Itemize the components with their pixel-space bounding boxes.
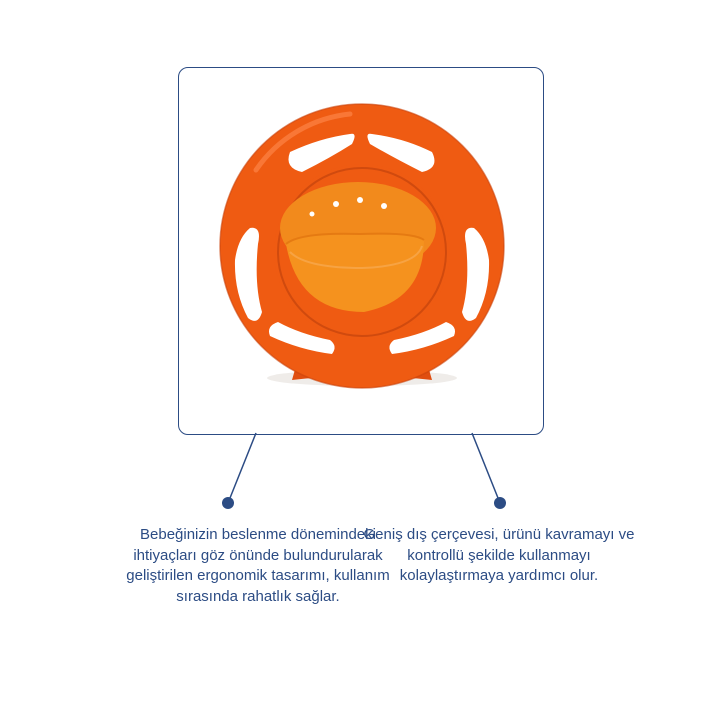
bullet-dot-right: [494, 497, 506, 509]
bullet-dot-left: [222, 497, 234, 509]
feature-caption-grip: Geniş dış çerçevesi, ürünü kavramayı ve …: [363, 526, 635, 584]
feature-caption-ergonomic: Bebeğinizin beslenme dönemindeki ihtiyaç…: [126, 526, 390, 605]
